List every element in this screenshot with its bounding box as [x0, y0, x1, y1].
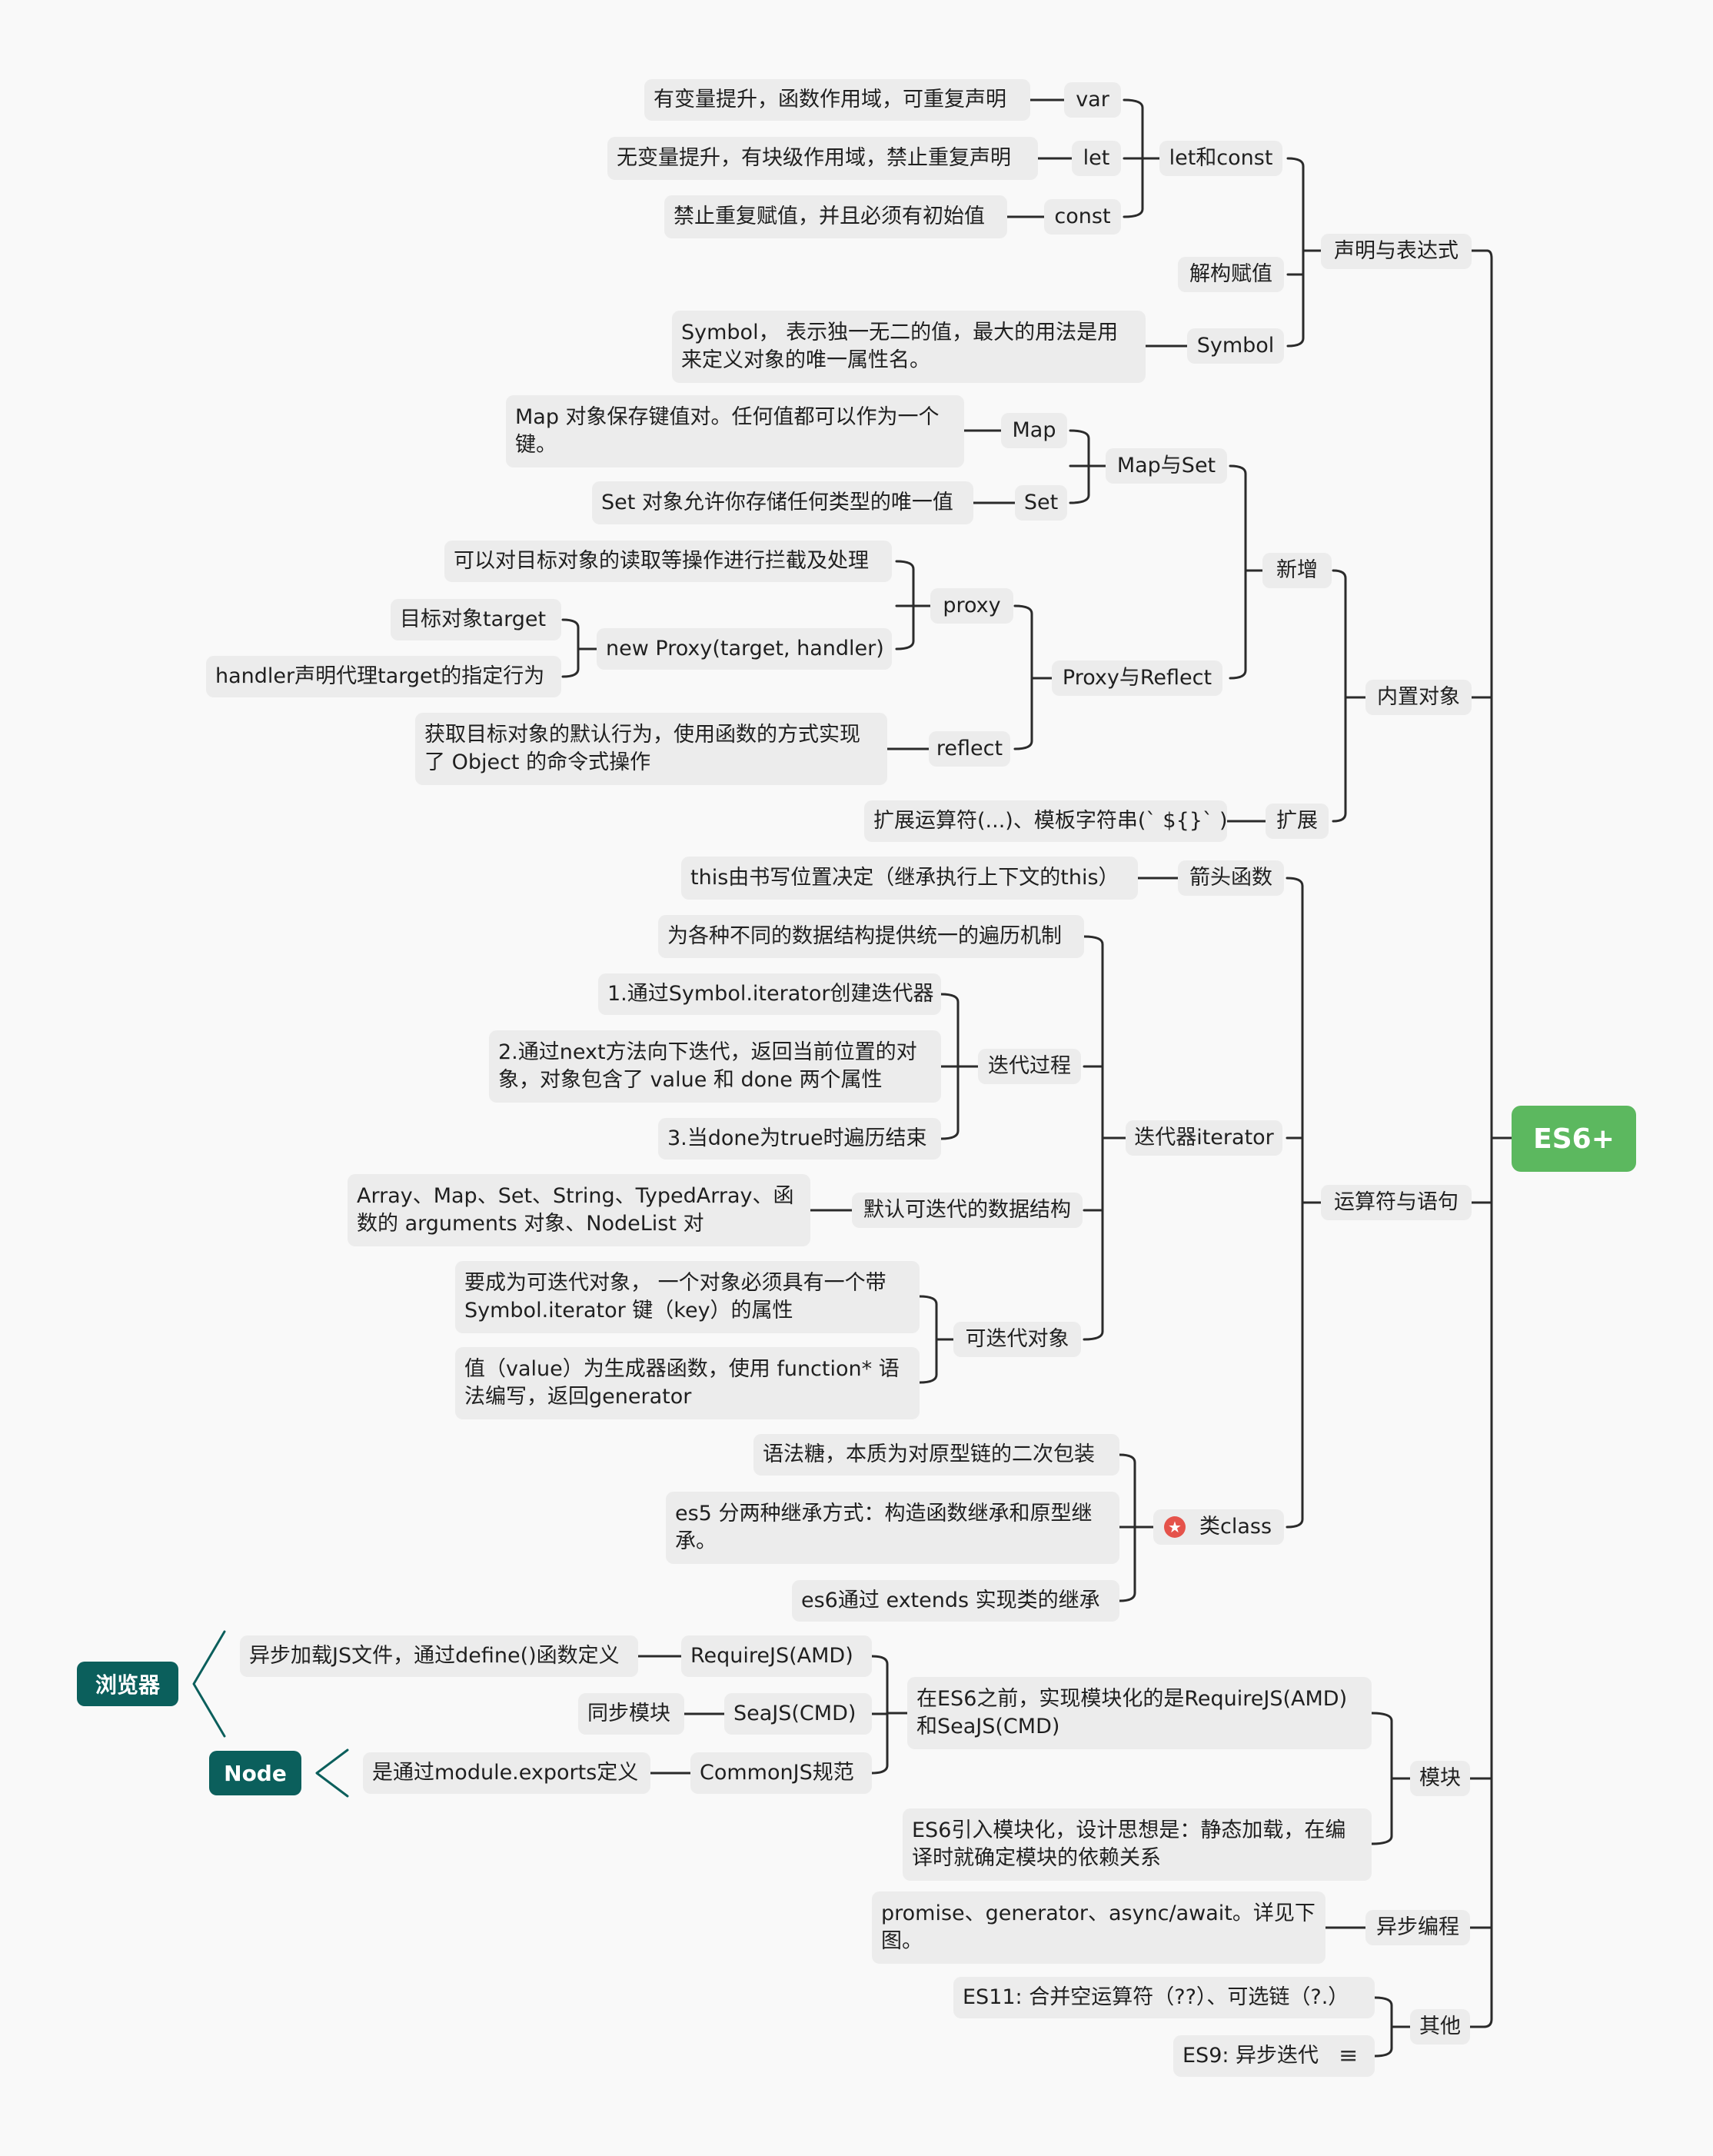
node-es11[interactable]: ES11: 合并空运算符（??）、可选链（?.） [953, 1977, 1375, 2018]
node-let-desc[interactable]: 无变量提升，有块级作用域，禁止重复声明 [607, 137, 1038, 180]
node-class[interactable]: ★ 类class [1153, 1509, 1284, 1545]
branch-module[interactable]: 模块 [1410, 1761, 1470, 1796]
node-commonjs[interactable]: CommonJS规范 [690, 1752, 872, 1794]
node-proxy[interactable]: proxy [930, 588, 1013, 624]
root-node[interactable]: ES6+ [1512, 1106, 1636, 1172]
node-class-desc1[interactable]: 语法糖，本质为对原型链的二次包装 [753, 1434, 1119, 1476]
node-seajs-desc[interactable]: 同步模块 [578, 1693, 684, 1735]
node-iterator[interactable]: 迭代器iterator [1126, 1120, 1282, 1156]
node-module-es6[interactable]: ES6引入模块化，设计思想是：静态加载，在编译时就确定模块的依赖关系 [903, 1808, 1372, 1881]
node-class-desc3[interactable]: es6通过 extends 实现类的继承 [792, 1580, 1119, 1622]
node-arrow[interactable]: 箭头函数 [1178, 860, 1284, 896]
node-symbol[interactable]: Symbol [1187, 328, 1284, 364]
node-new-proxy[interactable]: new Proxy(target, handler) [597, 628, 892, 670]
node-es9-label: ES9: 异步迭代 [1182, 2044, 1319, 2068]
node-letconst[interactable]: let和const [1159, 141, 1282, 176]
node-es9[interactable]: ES9: 异步迭代 ≡ [1173, 2035, 1375, 2077]
node-set[interactable]: Set [1015, 485, 1067, 521]
notes-icon[interactable]: ≡ [1339, 2042, 1359, 2069]
node-step3[interactable]: 3.当done为true时遍历结束 [658, 1118, 941, 1160]
node-bracket [315, 1748, 349, 1798]
node-proxyreflect[interactable]: Proxy与Reflect [1052, 660, 1222, 696]
node-set-desc[interactable]: Set 对象允许你存储任何类型的唯一值 [592, 481, 973, 524]
branch-builtin[interactable]: 内置对象 [1365, 680, 1472, 715]
node-module-before[interactable]: 在ES6之前，实现模块化的是RequireJS(AMD)和SeaJS(CMD) [907, 1677, 1372, 1749]
node-extend-desc[interactable]: 扩展运算符(...)、模板字符串(` ${}` ) [864, 800, 1228, 842]
node-handler[interactable]: handler声明代理target的指定行为 [206, 656, 561, 697]
node-reflect[interactable]: reflect [929, 731, 1010, 767]
node-requirejs[interactable]: RequireJS(AMD) [681, 1635, 872, 1677]
node-var[interactable]: var [1064, 82, 1121, 118]
node-iterable-desc2[interactable]: 值（value）为生成器函数，使用 function* 语法编写，返回gener… [455, 1347, 920, 1419]
node-class-desc2[interactable]: es5 分两种继承方式：构造函数继承和原型继承。 [666, 1492, 1119, 1564]
branch-other[interactable]: 其他 [1410, 2009, 1470, 2045]
node-target[interactable]: 目标对象target [391, 599, 561, 640]
node-mapset[interactable]: Map与Set [1106, 448, 1227, 484]
node-iter-desc[interactable]: 为各种不同的数据结构提供统一的遍历机制 [658, 915, 1084, 958]
node-iterable-desc1[interactable]: 要成为可迭代对象， 一个对象必须具有一个带 Symbol.iterator 键（… [455, 1261, 920, 1333]
node-seajs[interactable]: SeaJS(CMD) [724, 1693, 872, 1735]
node-step1[interactable]: 1.通过Symbol.iterator创建迭代器 [598, 973, 941, 1015]
node-async-desc[interactable]: promise、generator、async/await。详见下图。 [872, 1891, 1325, 1964]
browser-bracket [192, 1630, 226, 1738]
node-map[interactable]: Map [1001, 413, 1067, 448]
node-destructure[interactable]: 解构赋值 [1178, 257, 1284, 292]
node-default-iter-desc[interactable]: Array、Map、Set、String、TypedArray、函数的 argu… [348, 1174, 810, 1246]
node-iter-process[interactable]: 迭代过程 [978, 1049, 1081, 1084]
branch-declare[interactable]: 声明与表达式 [1321, 234, 1472, 269]
node-requirejs-desc[interactable]: 异步加载JS文件，通过define()函数定义 [240, 1635, 638, 1677]
star-icon: ★ [1164, 1516, 1186, 1538]
node-class-label: 类class [1199, 1515, 1272, 1539]
branch-operators[interactable]: 运算符与语句 [1321, 1185, 1472, 1220]
node-const-desc[interactable]: 禁止重复赋值，并且必须有初始值 [664, 195, 1007, 238]
node-let[interactable]: let [1072, 141, 1121, 176]
node-iterable[interactable]: 可迭代对象 [953, 1322, 1081, 1357]
node-reflect-desc[interactable]: 获取目标对象的默认行为，使用函数的方式实现了 Object 的命令式操作 [415, 713, 887, 785]
node-var-desc[interactable]: 有变量提升，函数作用域，可重复声明 [644, 79, 1030, 121]
node-extend[interactable]: 扩展 [1266, 804, 1329, 839]
node-map-desc[interactable]: Map 对象保存键值对。任何值都可以作为一个键。 [506, 395, 964, 467]
node-default-iter[interactable]: 默认可迭代的数据结构 [852, 1193, 1083, 1228]
node-commonjs-desc[interactable]: 是通过module.exports定义 [363, 1752, 650, 1794]
browser-tag[interactable]: 浏览器 [77, 1662, 178, 1706]
branch-async[interactable]: 异步编程 [1365, 1910, 1470, 1945]
node-new[interactable]: 新增 [1262, 553, 1332, 588]
node-tag[interactable]: Node [209, 1751, 301, 1795]
node-arrow-desc[interactable]: this由书写位置决定（继承执行上下文的this） [681, 857, 1138, 900]
node-step2[interactable]: 2.通过next方法向下迭代，返回当前位置的对象，对象包含了 value 和 d… [489, 1030, 941, 1103]
node-proxy-desc[interactable]: 可以对目标对象的读取等操作进行拦截及处理 [444, 541, 892, 582]
node-symbol-desc[interactable]: Symbol， 表示独一无二的值，最大的用法是用来定义对象的唯一属性名。 [672, 311, 1146, 383]
node-const[interactable]: const [1044, 199, 1121, 235]
